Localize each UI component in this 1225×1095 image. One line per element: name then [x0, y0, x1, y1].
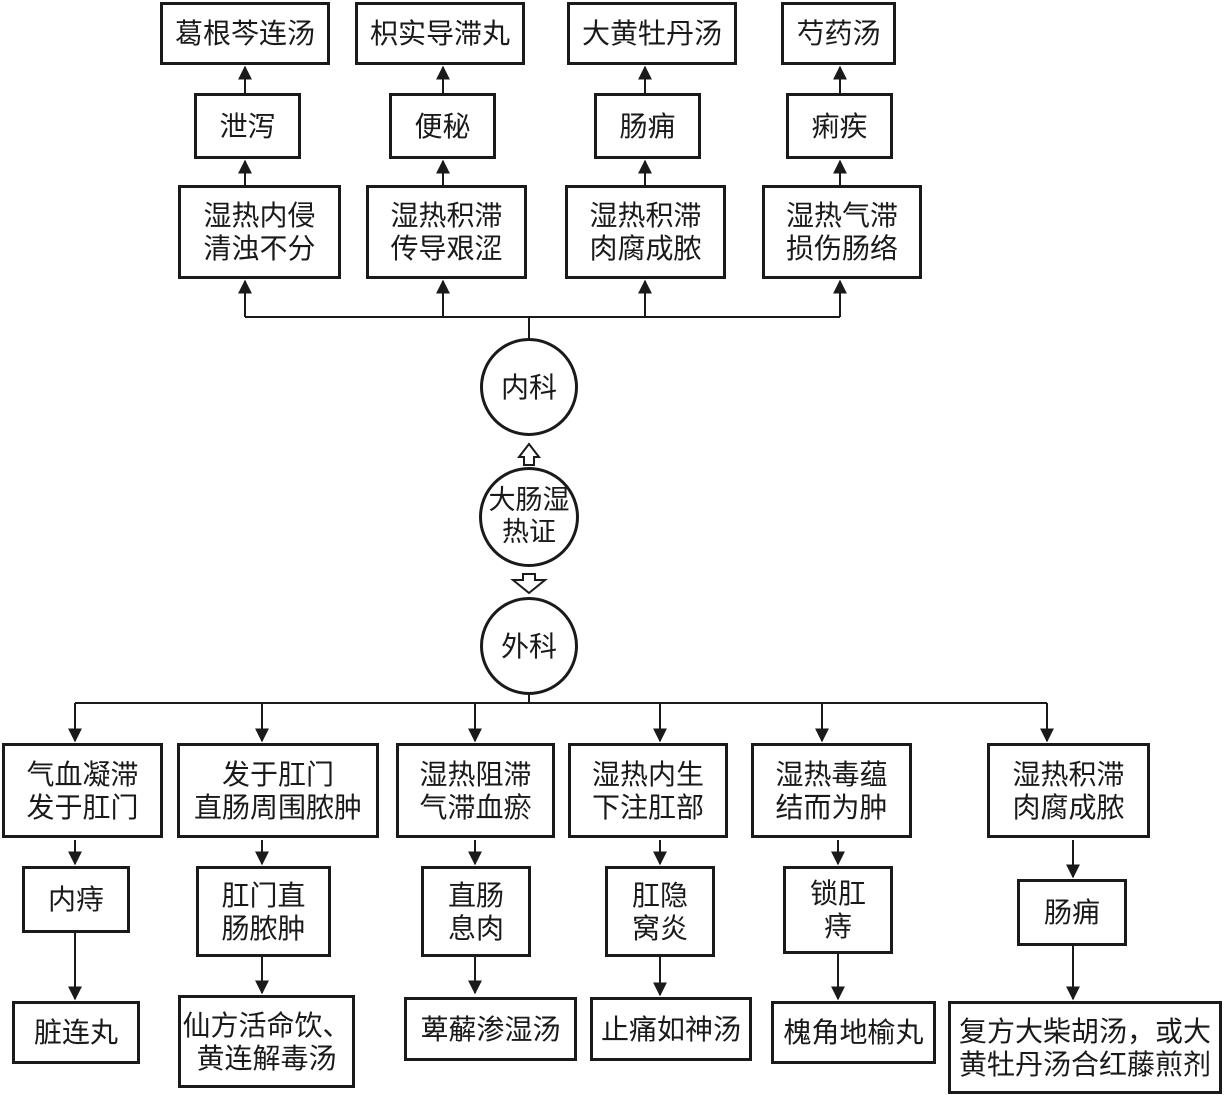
external-formula-box: 脏连丸	[12, 1001, 140, 1064]
external-formula-box: 止痛如神汤	[590, 997, 752, 1061]
up-hollow-arrow	[516, 442, 542, 466]
internal-cause-box: 湿热积滞 肉腐成脓	[565, 185, 726, 279]
internal-disease-box: 泄泻	[194, 93, 301, 159]
external-formula-box: 复方大柴胡汤，或大 黄牡丹汤合红藤煎剂	[948, 1001, 1222, 1094]
external-disease-box: 内痔	[22, 866, 130, 933]
internal-cause-box: 湿热内侵 清浊不分	[178, 185, 341, 279]
internal-medicine-node: 内科	[480, 338, 578, 436]
external-cause-box: 湿热毒蕴 结而为肿	[751, 743, 912, 838]
external-medicine-node: 外科	[480, 597, 578, 695]
internal-formula-box: 葛根芩连汤	[160, 2, 330, 65]
external-formula-box: 萆薢渗湿汤	[404, 997, 577, 1061]
down-hollow-arrow	[510, 573, 548, 595]
external-cause-box: 气血凝滞 发于肛门	[2, 743, 163, 838]
external-cause-box: 湿热阻滞 气滞血瘀	[396, 743, 555, 838]
external-formula-box: 槐角地榆丸	[771, 1001, 936, 1064]
external-disease-box: 直肠 息肉	[421, 866, 531, 957]
internal-formula-box: 大黄牡丹汤	[567, 2, 737, 65]
center-syndrome-node: 大肠湿 热证	[479, 467, 579, 567]
internal-disease-box: 肠痈	[594, 93, 701, 159]
external-cause-box: 湿热内生 下注肛部	[568, 743, 728, 838]
internal-disease-box: 便秘	[389, 93, 496, 159]
external-cause-box: 湿热积滞 肉腐成脓	[987, 743, 1150, 838]
external-disease-box: 肛门直 肠脓肿	[196, 866, 331, 957]
external-disease-box: 锁肛 痔	[783, 866, 893, 954]
external-cause-box: 发于肛门 直肠周围脓肿	[177, 743, 379, 838]
internal-cause-box: 湿热积滞 传导艰涩	[366, 185, 527, 279]
external-formula-box: 仙方活命饮、 黄连解毒汤	[178, 995, 355, 1088]
internal-formula-box: 芍药汤	[781, 2, 896, 65]
internal-cause-box: 湿热气滞 损伤肠络	[762, 185, 922, 279]
internal-disease-box: 痢疾	[786, 93, 893, 159]
external-disease-box: 肛隐 窝炎	[605, 866, 715, 957]
external-disease-box: 肠痈	[1017, 879, 1127, 946]
internal-formula-box: 枳实导滞丸	[355, 2, 525, 65]
